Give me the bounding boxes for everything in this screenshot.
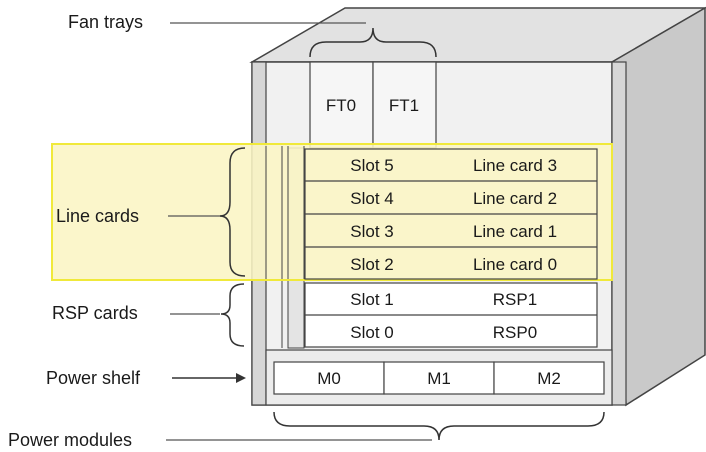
slot-1-label: Slot 1 xyxy=(350,290,393,309)
power-modules-label: Power modules xyxy=(8,430,132,450)
power-shelf: M0 M1 M2 xyxy=(265,349,613,406)
slot-2-label: Slot 2 xyxy=(350,255,393,274)
slot-3-label: Slot 3 xyxy=(350,222,393,241)
rsp1-label: RSP1 xyxy=(493,290,537,309)
rsp0-label: RSP0 xyxy=(493,323,537,342)
power-module-m2-label: M2 xyxy=(537,369,561,388)
power-shelf-label: Power shelf xyxy=(46,368,141,388)
line-card-3-label: Line card 3 xyxy=(473,156,557,175)
power-shelf-callout: Power shelf xyxy=(46,368,246,388)
fan-trays-label: Fan trays xyxy=(68,12,143,32)
line-cards-label: Line cards xyxy=(56,206,139,226)
rsp-cards-label: RSP cards xyxy=(52,303,138,323)
power-module-m1 xyxy=(383,361,495,395)
power-module-m2 xyxy=(493,361,605,395)
slot-0-label: Slot 0 xyxy=(350,323,393,342)
fan-tray-0-label: FT0 xyxy=(326,96,356,115)
rsp-cards-callout: RSP cards xyxy=(52,283,245,347)
power-module-m0 xyxy=(273,361,385,395)
line-cards-brace xyxy=(219,147,246,277)
power-module-m1-label: M1 xyxy=(427,369,451,388)
line-card-0-label: Line card 0 xyxy=(473,255,557,274)
chassis-right-rail xyxy=(611,61,627,406)
fan-trays-brace xyxy=(309,27,437,58)
line-card-1-label: Line card 1 xyxy=(473,222,557,241)
fan-trays-callout: Fan trays xyxy=(68,12,437,58)
power-modules-callout: Power modules xyxy=(8,411,605,450)
fan-trays: FT0 FT1 xyxy=(309,61,437,149)
slot-5-label: Slot 5 xyxy=(350,156,393,175)
power-shelf-arrow-head xyxy=(236,373,246,383)
fan-tray-1 xyxy=(372,61,437,149)
line-card-texts: Slot 5 Line card 3 Slot 4 Line card 2 Sl… xyxy=(350,156,557,274)
fan-tray-1-label: FT1 xyxy=(389,96,419,115)
line-card-highlight xyxy=(51,143,613,281)
power-module-m0-label: M0 xyxy=(317,369,341,388)
slot-4-label: Slot 4 xyxy=(350,189,393,208)
power-modules-brace xyxy=(273,411,605,441)
rsp-texts: Slot 1 RSP1 Slot 0 RSP0 xyxy=(350,290,537,342)
slot-rows xyxy=(304,282,598,348)
rsp-cards-brace xyxy=(220,283,245,347)
line-card-2-label: Line card 2 xyxy=(473,189,557,208)
highlight-band xyxy=(51,143,613,281)
line-cards-callout: Line cards xyxy=(56,147,246,277)
